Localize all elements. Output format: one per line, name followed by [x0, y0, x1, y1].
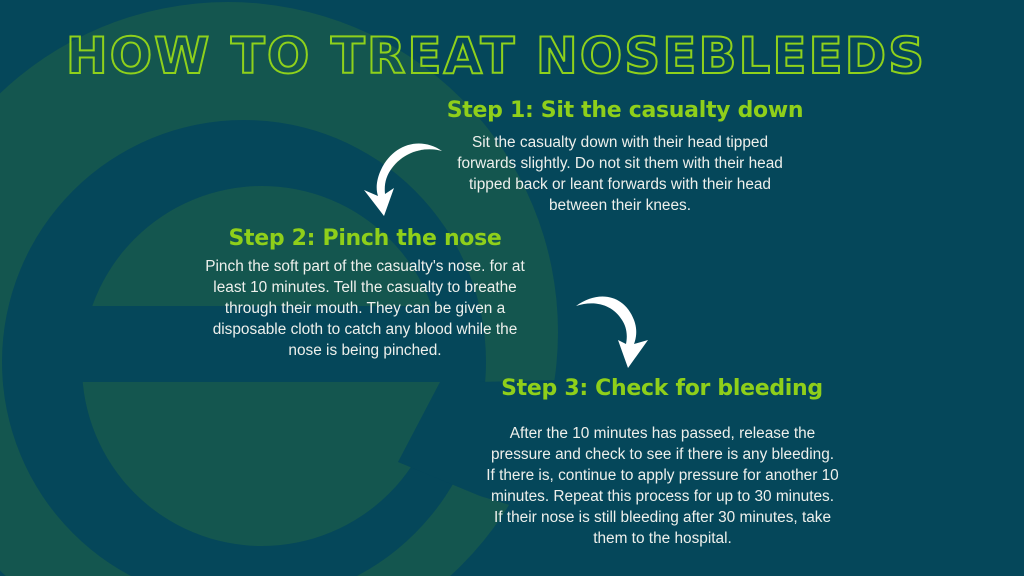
step-2-body: Pinch the soft part of the casualty's no… [165, 256, 565, 361]
step-3-body-line: If their nose is still bleeding after 30… [493, 509, 832, 526]
step-3-body-line: minutes. Repeat this process for up to 3… [490, 488, 835, 505]
step-3-heading: Step 3: Check for bleeding [501, 376, 823, 401]
step-2-body-line: disposable cloth to catch any blood whil… [212, 321, 518, 338]
step-2-body-line: through their mouth. They can be given a [224, 300, 506, 317]
step-1-body-line: Sit the casualty down with their head ti… [471, 134, 769, 151]
step-2-body-line: least 10 minutes. Tell the casualty to b… [213, 279, 517, 296]
curved-arrow-down-right-icon [576, 296, 648, 368]
step-1-body: Sit the casualty down with their head ti… [420, 132, 820, 216]
step-2-body-line: nose is being pinched. [288, 342, 442, 359]
step-3-body-line: If there is, continue to apply pressure … [486, 467, 839, 484]
step-3-body: After the 10 minutes has passed, release… [450, 423, 875, 549]
step-1-body-line: between their knees. [548, 197, 692, 214]
step-2-heading: Step 2: Pinch the nose [228, 226, 502, 251]
step-3-body-line: After the 10 minutes has passed, release… [509, 425, 816, 442]
step-3-body-line: them to the hospital. [593, 530, 732, 547]
step-1-body-line: tipped back or leant forwards with their… [469, 176, 771, 193]
step-3-body-line: pressure and check to see if there is an… [490, 446, 835, 463]
curved-arrow-down-left-icon [364, 143, 442, 216]
step-1-heading: Step 1: Sit the casualty down [446, 98, 804, 123]
step-2-body-line: Pinch the soft part of the casualty's no… [205, 258, 525, 275]
step-1-body-line: forwards slightly. Do not sit them with … [457, 155, 783, 172]
page-title: HOW TO TREAT NOSEBLEEDS [65, 26, 927, 86]
